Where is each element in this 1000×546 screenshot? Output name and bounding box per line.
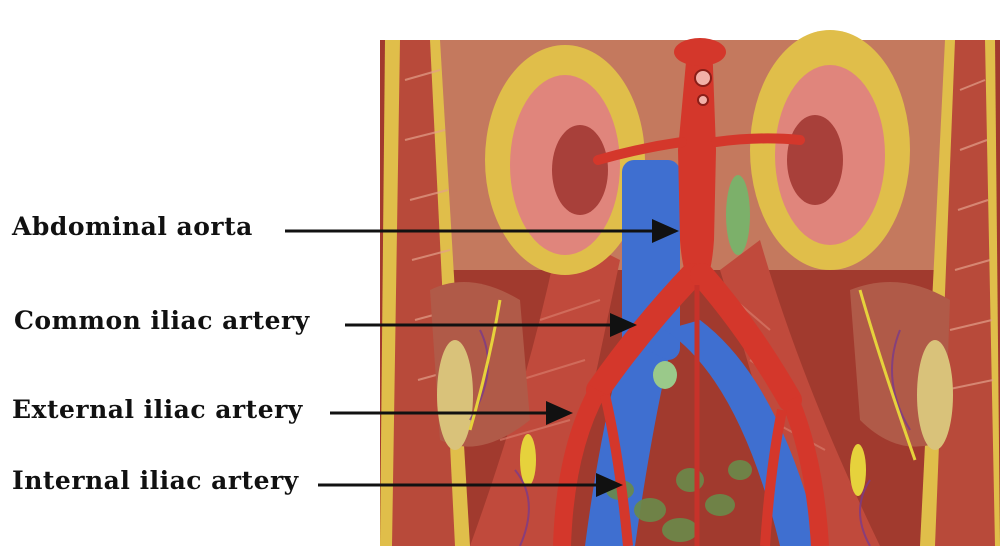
right-nerve-bulge (850, 444, 866, 496)
label-abdominal-aorta: Abdominal aorta (12, 212, 253, 241)
left-pelvic-bone (437, 340, 473, 450)
label-common-iliac-artery: Common iliac artery (14, 306, 310, 335)
label-internal-iliac-artery: Internal iliac artery (12, 466, 299, 495)
left-nerve-bulge (520, 434, 536, 486)
right-renal-artery (716, 138, 800, 142)
lymphatic-tissue (726, 175, 750, 255)
superior-mesenteric-artery (698, 95, 708, 105)
celiac-trunk (695, 70, 711, 86)
label-external-iliac-artery: External iliac artery (12, 395, 303, 424)
aorta-top (674, 38, 726, 66)
left-kidney-medulla (552, 125, 608, 215)
lymphatic-tissue-lower (653, 361, 677, 389)
right-pelvic-bone (917, 340, 953, 450)
right-kidney-medulla (787, 115, 843, 205)
